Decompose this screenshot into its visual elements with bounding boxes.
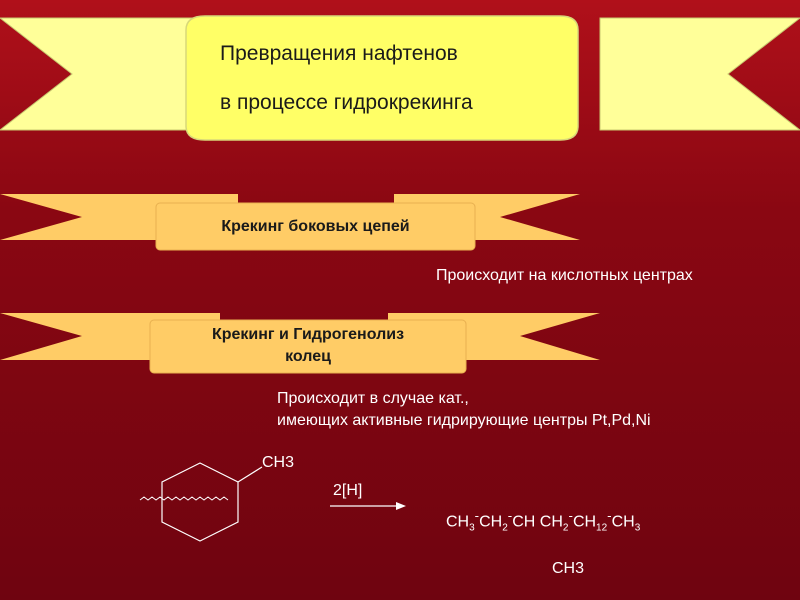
product-bond-4: - (568, 508, 573, 523)
ribbon-2-note: Происходит в случае кат., имеющих активн… (277, 388, 651, 432)
reaction-arrow-head (396, 502, 406, 510)
title-banner (0, 15, 800, 141)
ribbon-2-label-line-1: Крекинг и Гидрогенолиз (211, 326, 405, 343)
product-bond-2: - (507, 508, 513, 523)
reagent-label: 2[H] (333, 482, 363, 499)
ribbon-2-center (149, 319, 467, 374)
product-sub-6: 3 (634, 522, 641, 534)
banner-right-tail (599, 17, 800, 131)
product-group-4: CH (535, 513, 563, 531)
title-line-2: в процессе гидрокрекинга (220, 91, 473, 114)
product-group-1: CH (446, 513, 470, 531)
product-group-2: CH (479, 513, 503, 531)
product-sub-5: 12 (596, 522, 608, 534)
ribbon-1-note: Происходит на кислотных центрах (436, 267, 693, 284)
ribbon-2 (0, 313, 600, 374)
banner-center (185, 15, 579, 141)
branch-label: CH3 (552, 560, 585, 577)
ribbon-2-label-line-2: колец (285, 348, 331, 365)
product-sub-1: 3 (469, 522, 475, 534)
product-bond-1: - (474, 508, 480, 523)
banner-left-tail (0, 17, 201, 131)
product-sub-2: 2 (502, 522, 508, 534)
product-group-3: CH (512, 513, 536, 531)
ribbon-2-note-line-1: Происходит в случае кат., (277, 390, 469, 407)
cleavage-mark (139, 496, 229, 501)
ribbon-2-label: Крекинг и Гидрогенолиз колец (150, 324, 466, 368)
cyclohexane-ring (161, 462, 239, 542)
ribbon-1-center (155, 202, 476, 251)
ribbon-2-note-line-2: имеющих активные гидрирующие центры Pt,P… (277, 412, 651, 429)
product-group-6: CH (611, 513, 635, 531)
product-group-5: CH (572, 513, 597, 531)
methyl-bond (237, 466, 263, 483)
product-bond-5: - (607, 508, 612, 523)
ribbon-1-label: Крекинг боковых цепей (221, 218, 410, 235)
product-formula: CH3-CH2-CH CH2-CH12-CH3 (446, 508, 640, 534)
title-line-1: Превращения нафтенов (220, 42, 458, 65)
product-sub-4: 2 (562, 522, 569, 534)
ribbon-1 (0, 194, 580, 251)
substituent-label: CH3 (262, 454, 295, 471)
